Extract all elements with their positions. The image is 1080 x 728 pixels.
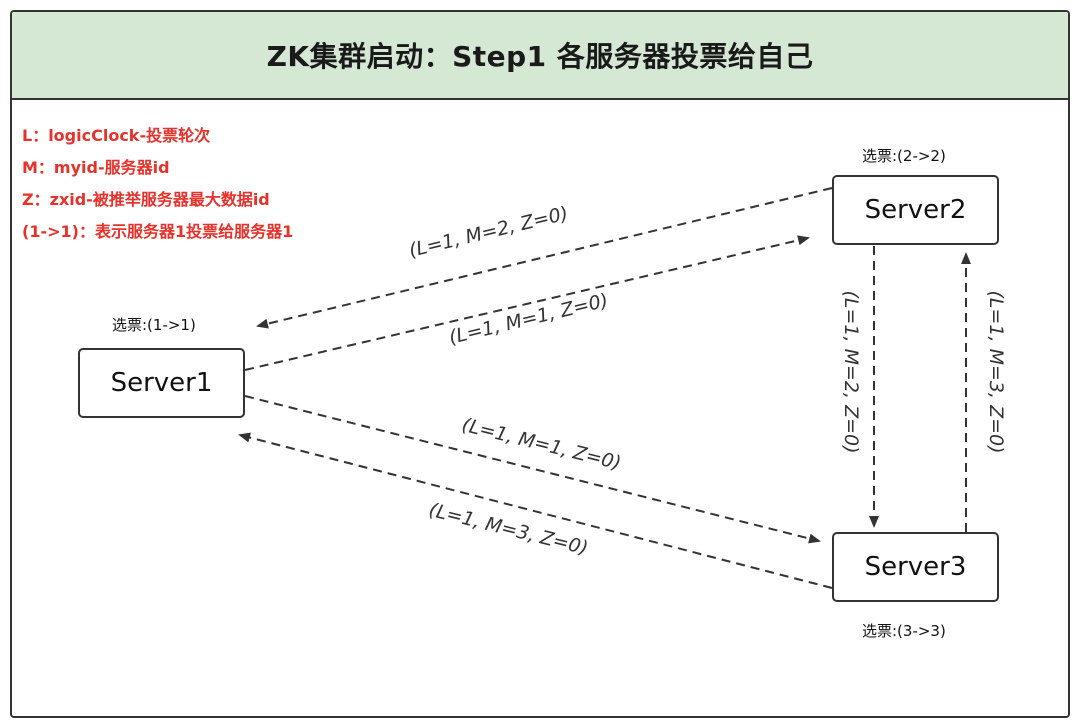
legend-item-l: L：logicClock-投票轮次: [22, 126, 211, 145]
server2-vote-label: 选票:(2->2): [862, 147, 946, 165]
message-label-s3-to-s1: (L=1, M=3, Z=0): [427, 499, 590, 560]
diagram-title: ZK集群启动：Step1 各服务器投票给自己: [266, 40, 814, 73]
legend-item-m: M：myid-服务器id: [22, 158, 170, 177]
message-label-s2-to-s3: (L=1, M=2, Z=0): [840, 290, 862, 453]
server3-node: Server3: [832, 532, 999, 602]
message-label-s1-to-s3: (L=1, M=1, Z=0): [460, 414, 623, 475]
message-label-s1-to-s2: (L=1, M=1, Z=0): [447, 289, 611, 348]
server3-vote-label: 选票:(3->3): [862, 622, 946, 640]
message-label-s2-to-s1: (L=1, M=2, Z=0): [407, 202, 571, 261]
server1-node: Server1: [78, 348, 245, 418]
legend-item-vote-notation: (1->1)：表示服务器1投票给服务器1: [22, 222, 294, 241]
server2-node: Server2: [832, 175, 999, 245]
message-label-s3-to-s2: (L=1, M=3, Z=0): [985, 290, 1007, 453]
title-bar: ZK集群启动：Step1 各服务器投票给自己: [12, 12, 1068, 100]
arrow-s3-to-s1: [238, 432, 833, 589]
arrow-s1-to-s2: [244, 235, 810, 371]
server1-vote-label: 选票:(1->1): [112, 316, 196, 334]
diagram-frame: ZK集群启动：Step1 各服务器投票给自己: [10, 10, 1070, 718]
arrow-s1-to-s3: [244, 395, 821, 544]
legend-item-z: Z：zxid-被推举服务器最大数据id: [22, 190, 270, 209]
arrow-s2-to-s1: [256, 187, 833, 329]
